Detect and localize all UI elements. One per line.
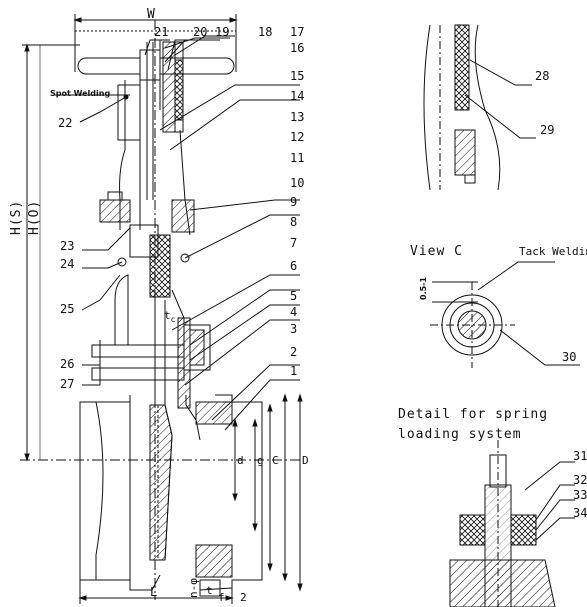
- part-12: 12: [290, 130, 305, 144]
- part-10: 10: [290, 176, 305, 190]
- detail-title-line2: loading system: [398, 427, 522, 442]
- dim-2-label: 2: [240, 591, 247, 604]
- spot-welding-note: Spot Welding: [50, 89, 111, 98]
- dim-t-label: t: [206, 584, 213, 597]
- part-20: 20: [193, 25, 208, 39]
- part-29: 29: [540, 123, 555, 137]
- part-6: 6: [290, 259, 298, 273]
- dim-l-label: L: [150, 585, 158, 599]
- view-c-title: View C: [410, 244, 463, 259]
- part-24: 24: [60, 257, 75, 271]
- tack-welding-note: Tack Welding: [519, 245, 587, 258]
- part-11: 11: [290, 151, 305, 165]
- part-22: 22: [58, 116, 73, 130]
- dim-d-label: d: [237, 454, 244, 467]
- part-34: 34: [573, 506, 587, 520]
- part-9: 9: [290, 195, 298, 209]
- part-28: 28: [535, 69, 550, 83]
- part-25: 25: [60, 302, 75, 316]
- part-15: 15: [290, 69, 305, 83]
- dim-tc-label: tc: [164, 309, 176, 325]
- part-19: 19: [215, 25, 230, 39]
- dim-c-label: C: [272, 454, 279, 467]
- part-1: 1: [290, 364, 298, 378]
- part-31: 31: [573, 449, 587, 463]
- part-30: 30: [562, 350, 577, 364]
- dim-f-label: f: [218, 591, 225, 604]
- part-2: 2: [290, 345, 298, 359]
- main-elevation: [20, 14, 303, 604]
- spring-detail: [449, 440, 575, 607]
- part-14: 14: [290, 89, 305, 103]
- dim-hs-label: H(S): [9, 199, 24, 235]
- part-4: 4: [290, 305, 298, 319]
- part-33: 33: [573, 488, 587, 502]
- part-16: 16: [290, 41, 305, 55]
- part-23: 23: [60, 239, 75, 253]
- dim-d-outer-label: D: [302, 454, 309, 467]
- part-21: 21: [154, 25, 169, 39]
- view-c: [430, 261, 580, 368]
- part-3: 3: [290, 322, 298, 336]
- part-13: 13: [290, 110, 305, 124]
- part-7: 7: [290, 236, 298, 250]
- dim-ho-label: H(O): [27, 199, 42, 235]
- detail-title-line1: Detail for spring: [398, 407, 549, 422]
- part-27: 27: [60, 377, 75, 391]
- part-17: 17: [290, 25, 305, 39]
- gap-dim-label: 0.5-1: [419, 276, 428, 300]
- dim-nphi-label: n-φ: [187, 578, 200, 598]
- part-8: 8: [290, 215, 298, 229]
- part-5: 5: [290, 289, 298, 303]
- dim-g-label: g: [257, 454, 264, 467]
- detail-packing: [423, 24, 536, 191]
- part-26: 26: [60, 357, 75, 371]
- part-18: 18: [258, 25, 273, 39]
- dim-w-label: W: [147, 7, 156, 22]
- part-32: 32: [573, 473, 587, 487]
